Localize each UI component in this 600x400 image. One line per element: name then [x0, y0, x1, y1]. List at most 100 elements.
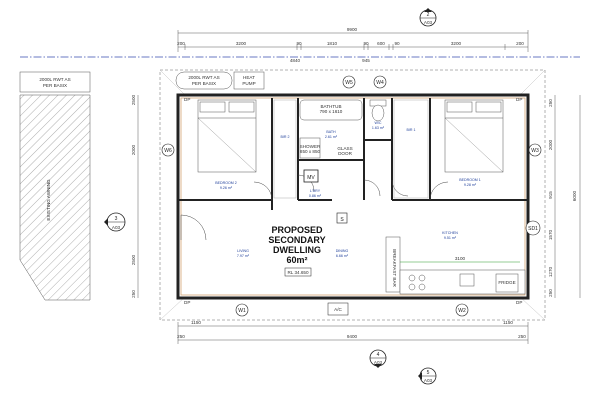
existing-awning: 2000L RWT AS PER BASIX EXISTING AWNING — [19, 71, 91, 301]
dining-name: DINING — [336, 249, 349, 253]
bir1 — [393, 99, 429, 199]
existing-awning-label: EXISTING AWNING — [46, 179, 51, 221]
window-w4[interactable]: W4 — [373, 75, 387, 89]
ldry-area: 0.86 m² — [309, 194, 322, 198]
section-marker-bottom[interactable]: 4 A03 — [369, 349, 387, 368]
section-marker-left-ref: A03 — [112, 225, 121, 230]
svg-text:MV: MV — [307, 175, 315, 181]
wc-area: 1.63 m² — [372, 126, 385, 130]
section-marker-left[interactable]: 3 A03 — [104, 212, 126, 232]
right-dimensions — [554, 95, 581, 298]
dim-bottom-overall: 9400 — [347, 334, 358, 339]
kitchen-bench — [385, 236, 526, 295]
dim-top-sub-0: 4840 — [290, 58, 301, 63]
svg-text:915: 915 — [548, 191, 553, 199]
svg-text:W4: W4 — [376, 80, 384, 86]
kitchen-name: KITCHEN — [442, 231, 458, 235]
dim-top-2: 90 — [296, 41, 302, 46]
svg-text:2500: 2500 — [131, 94, 136, 105]
svg-text:A03: A03 — [424, 378, 433, 383]
bed-1 — [444, 99, 504, 173]
svg-text:1270: 1270 — [548, 266, 553, 277]
svg-text:BATHTUB: BATHTUB — [320, 104, 341, 109]
svg-text:250: 250 — [548, 99, 553, 107]
top-dimensions — [177, 30, 529, 52]
kitchen-area: 9.51 m² — [444, 236, 457, 240]
bir2-label: BIR 2 — [281, 135, 290, 139]
svg-text:1570: 1570 — [548, 229, 553, 240]
downpipe-br: DP — [516, 300, 522, 305]
dim-top-0: 200 — [177, 41, 185, 46]
svg-text:5: 5 — [427, 370, 430, 376]
svg-text:HEAT: HEAT — [243, 75, 255, 80]
svg-text:2500: 2500 — [131, 254, 136, 265]
svg-text:250: 250 — [518, 334, 526, 339]
tank-left-label-2: PER BASIX — [43, 83, 67, 88]
window-w2[interactable]: W2 — [455, 303, 469, 317]
svg-text:4: 4 — [377, 352, 380, 358]
ac-unit: A/C — [327, 302, 349, 316]
svg-text:A/C: A/C — [334, 307, 342, 312]
svg-text:PER BASIX: PER BASIX — [192, 81, 216, 86]
svg-text:GLASS: GLASS — [337, 146, 352, 151]
dim-top-1: 3200 — [236, 41, 247, 46]
rl-label: RL 34.650 — [287, 270, 308, 275]
svg-text:790 x 1610: 790 x 1610 — [320, 109, 343, 114]
site-boundary — [159, 69, 546, 321]
smoke-detector: S — [336, 212, 348, 224]
section-marker-top-num: 2 — [427, 12, 430, 18]
dim-right-overall: 6000 — [572, 190, 577, 201]
svg-text:W5: W5 — [345, 80, 353, 86]
heat-pump: HEAT PUMP — [233, 71, 265, 90]
dim-top-6: 90 — [394, 41, 400, 46]
svg-text:1150: 1150 — [503, 320, 513, 325]
rwt-tank-top: 2000L RWT AS PER BASIX — [175, 71, 233, 90]
bed-2 — [197, 99, 257, 173]
shower — [299, 137, 321, 159]
wc-name: W/C — [375, 121, 382, 125]
dining-area: 6.66 m² — [336, 254, 349, 258]
window-w3[interactable]: W3 — [528, 143, 542, 157]
svg-text:S: S — [340, 217, 344, 223]
svg-text:DOOR: DOOR — [338, 151, 352, 156]
downpipe-tl: DP — [184, 97, 190, 102]
svg-text:2000: 2000 — [131, 144, 136, 155]
window-w6[interactable]: W6 — [161, 143, 175, 157]
svg-text:SD1: SD1 — [528, 226, 538, 232]
bath-area: 2.61 m² — [325, 135, 338, 139]
svg-text:2000: 2000 — [548, 139, 553, 150]
svg-text:W3: W3 — [531, 148, 539, 154]
living-area: 7.97 m² — [237, 254, 250, 258]
dim-top-3: 1810 — [327, 41, 338, 46]
svg-text:BREAKFAST BAR: BREAKFAST BAR — [392, 249, 397, 287]
window-w1[interactable]: W1 — [235, 303, 249, 317]
dim-top-7: 3200 — [451, 41, 462, 46]
kitchen-dim: 3100 — [455, 256, 466, 261]
bir2 — [273, 99, 297, 199]
svg-text:850 x 850: 850 x 850 — [300, 149, 321, 154]
bedroom1-name: BEDROOM 1 — [459, 178, 481, 182]
mv-marker: MV — [303, 169, 319, 183]
downpipe-bl: DP — [184, 300, 190, 305]
section-marker-top[interactable]: 2 A03 — [419, 8, 437, 27]
svg-text:250: 250 — [131, 290, 136, 298]
toilet — [369, 99, 387, 122]
svg-text:W6: W6 — [164, 148, 172, 154]
bedroom2-area: 9.26 m² — [220, 186, 233, 190]
svg-text:250: 250 — [548, 289, 553, 297]
window-w5[interactable]: W5 — [342, 75, 356, 89]
svg-text:W1: W1 — [238, 308, 246, 314]
section-marker-bottom-right[interactable]: 5 A03 — [418, 367, 437, 385]
svg-text:W2: W2 — [458, 308, 466, 314]
tank-left-label-1: 2000L RWT AS — [39, 77, 70, 82]
title-line2: SECONDARY — [268, 235, 325, 245]
svg-text:2000L RWT AS: 2000L RWT AS — [188, 75, 219, 80]
bedroom1-area: 9.28 m² — [464, 183, 477, 187]
bath-name: BATH — [326, 130, 336, 134]
downpipe-tr: DP — [516, 97, 522, 102]
sliding-door-sd1[interactable]: SD1 — [525, 220, 541, 236]
svg-text:SHOWER: SHOWER — [300, 144, 321, 149]
dim-top-overall: 9900 — [347, 27, 358, 32]
svg-text:PUMP: PUMP — [242, 81, 255, 86]
title-area: 60m² — [286, 255, 307, 265]
